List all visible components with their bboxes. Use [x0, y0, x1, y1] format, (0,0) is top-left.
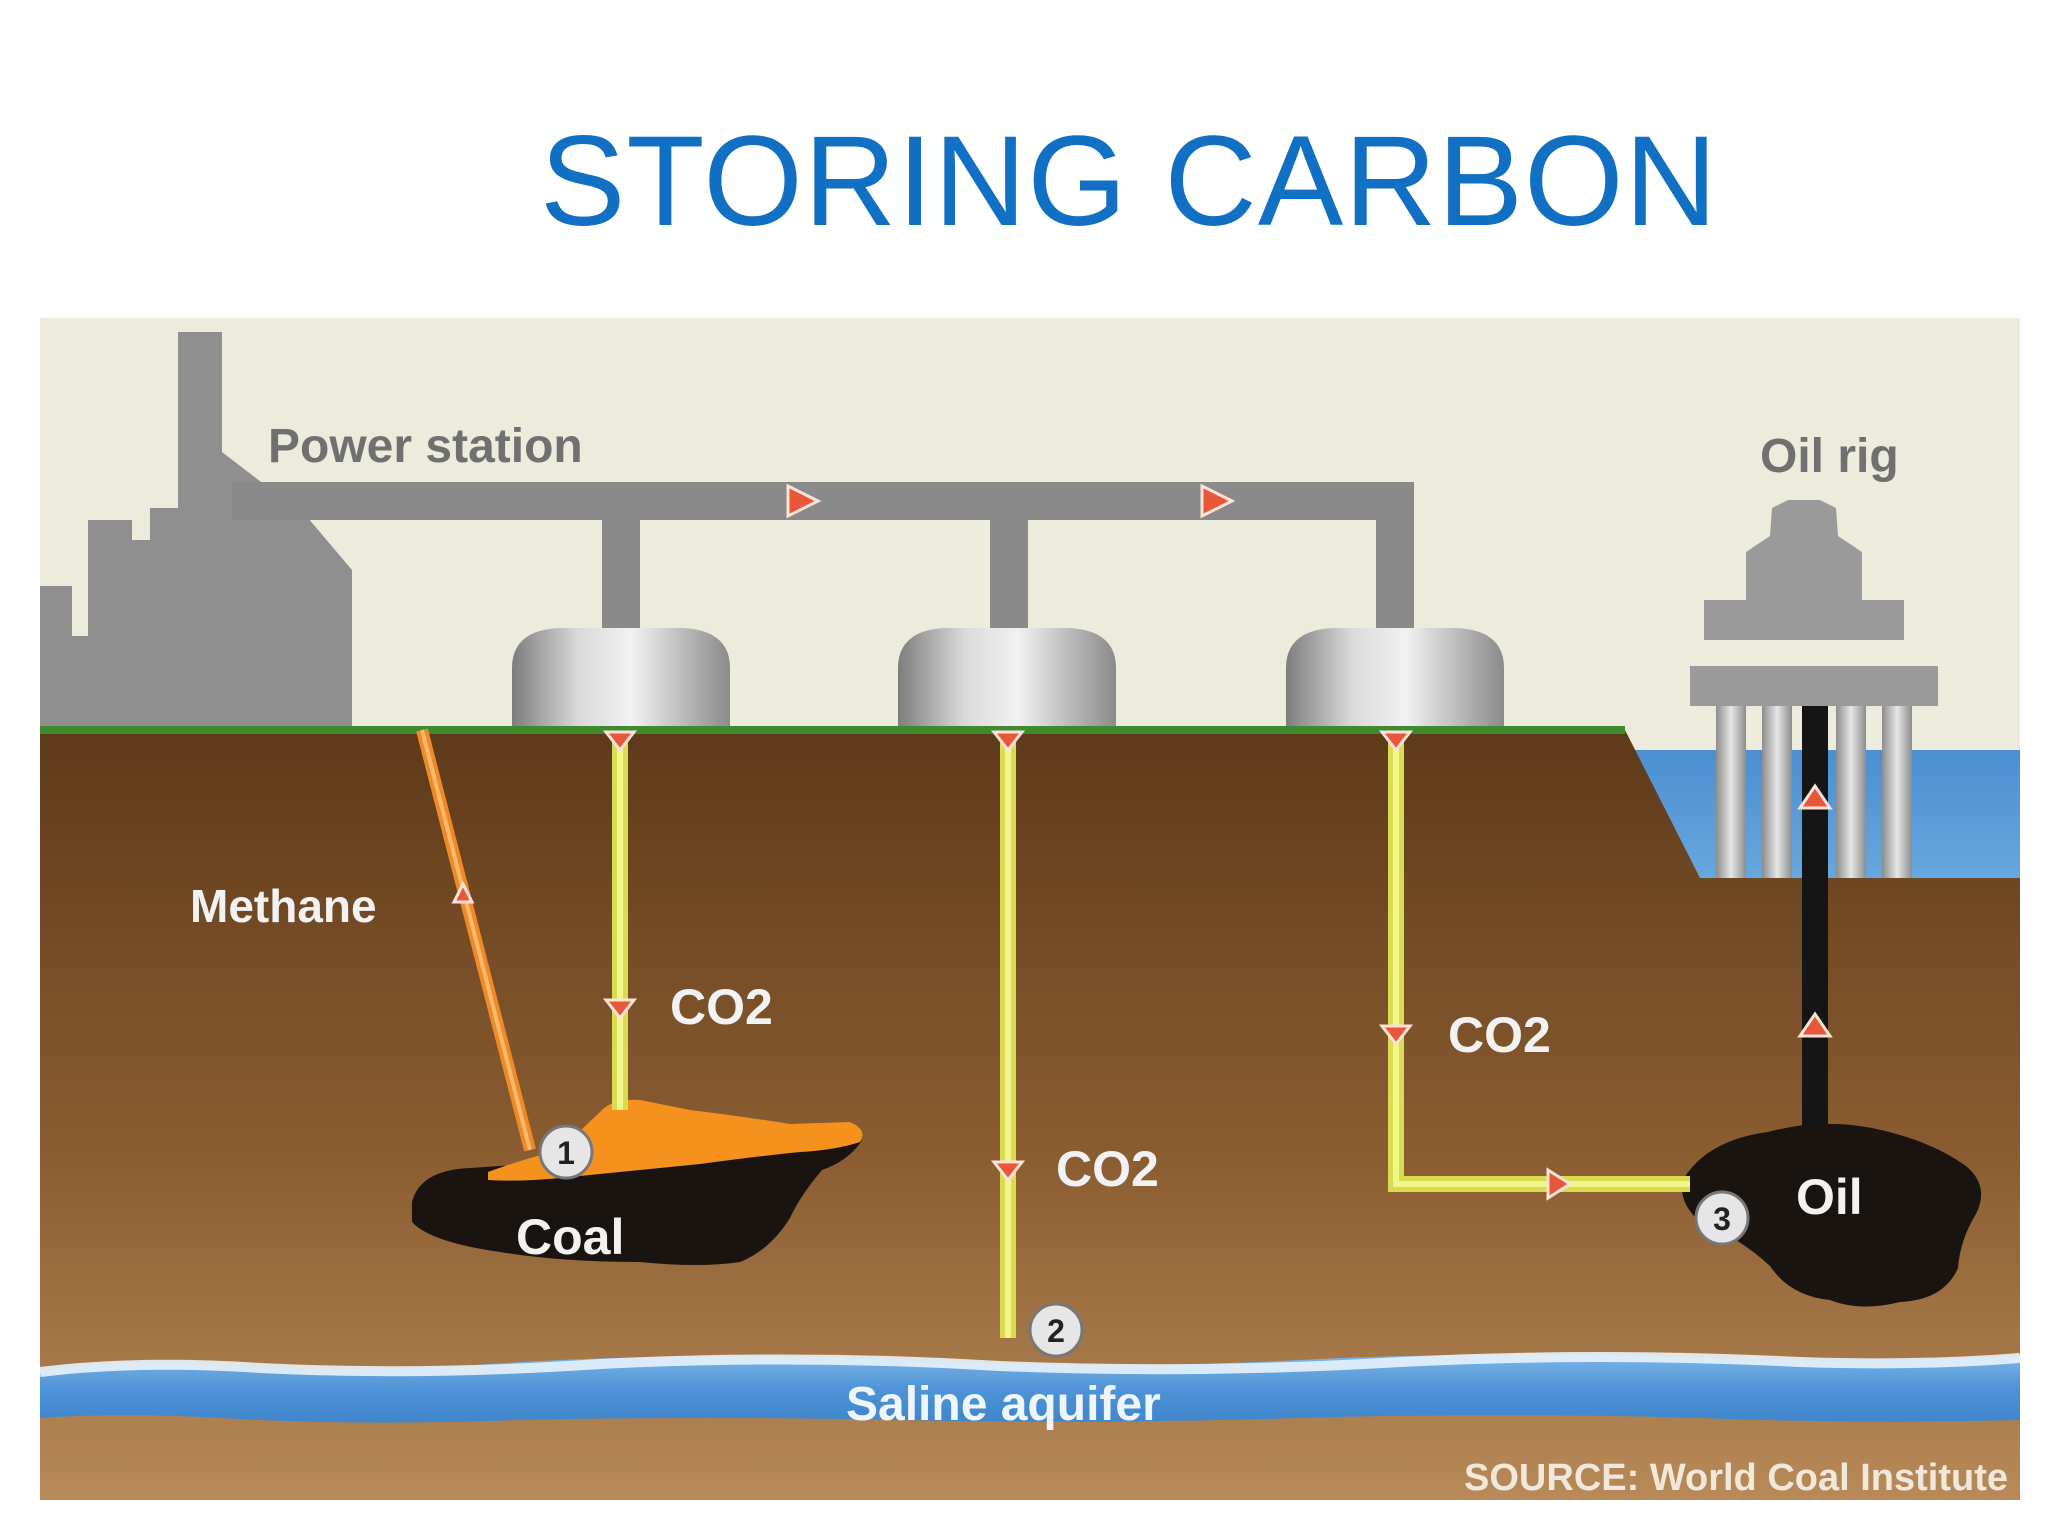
methane-pipe-highlight [420, 729, 532, 1151]
methane-label: Methane [190, 880, 377, 932]
saline-aquifer-label: Saline aquifer [846, 1378, 1161, 1431]
co2-pipe-highlights [617, 732, 1690, 1338]
arrow-up-methane [451, 880, 475, 904]
power-station-building [40, 332, 352, 726]
marker-1: 1 [538, 1124, 594, 1180]
co2-oil-label: CO2 [1448, 1007, 1551, 1063]
co2-distribution-pipes [232, 482, 1414, 632]
arrow-down-co2-1 [602, 998, 638, 1021]
marker-1-label: 1 [557, 1135, 575, 1171]
marker-3: 3 [1694, 1190, 1750, 1246]
marker-3-label: 3 [1713, 1201, 1731, 1237]
injection-domes [512, 628, 1504, 726]
oil-label: Oil [1796, 1169, 1863, 1225]
oil-reservoir [1682, 1123, 1982, 1307]
arrow-up-oil-1 [1797, 1011, 1833, 1038]
power-station-label: Power station [268, 420, 583, 473]
coal-label: Coal [516, 1209, 624, 1265]
arrow-right-oil [1546, 1167, 1573, 1201]
arrow-down-dome-1 [602, 730, 638, 753]
arrow-right-1 [786, 483, 822, 519]
arrow-down-dome-3 [1378, 730, 1414, 753]
co2-aquifer-label: CO2 [1056, 1141, 1159, 1197]
source-credit: SOURCE: World Coal Institute [1464, 1457, 2008, 1499]
oil-rig-label: Oil rig [1760, 430, 1899, 483]
ground [40, 730, 2020, 1500]
arrow-down-co2-3 [1378, 1024, 1414, 1047]
marker-2: 2 [1028, 1302, 1084, 1358]
arrow-down-dome-2 [990, 730, 1026, 753]
arrow-up-oil-2 [1797, 783, 1833, 810]
marker-2-label: 2 [1047, 1313, 1065, 1349]
oil-rig [1690, 500, 1938, 1146]
arrow-right-2 [1200, 483, 1236, 519]
arrow-down-co2-2 [990, 1160, 1026, 1183]
page-title: STORING CARBON [540, 110, 1718, 253]
flow-arrows [451, 483, 1833, 1201]
aquifer-foam [39, 1352, 2021, 1377]
co2-coal-label: CO2 [670, 979, 773, 1035]
